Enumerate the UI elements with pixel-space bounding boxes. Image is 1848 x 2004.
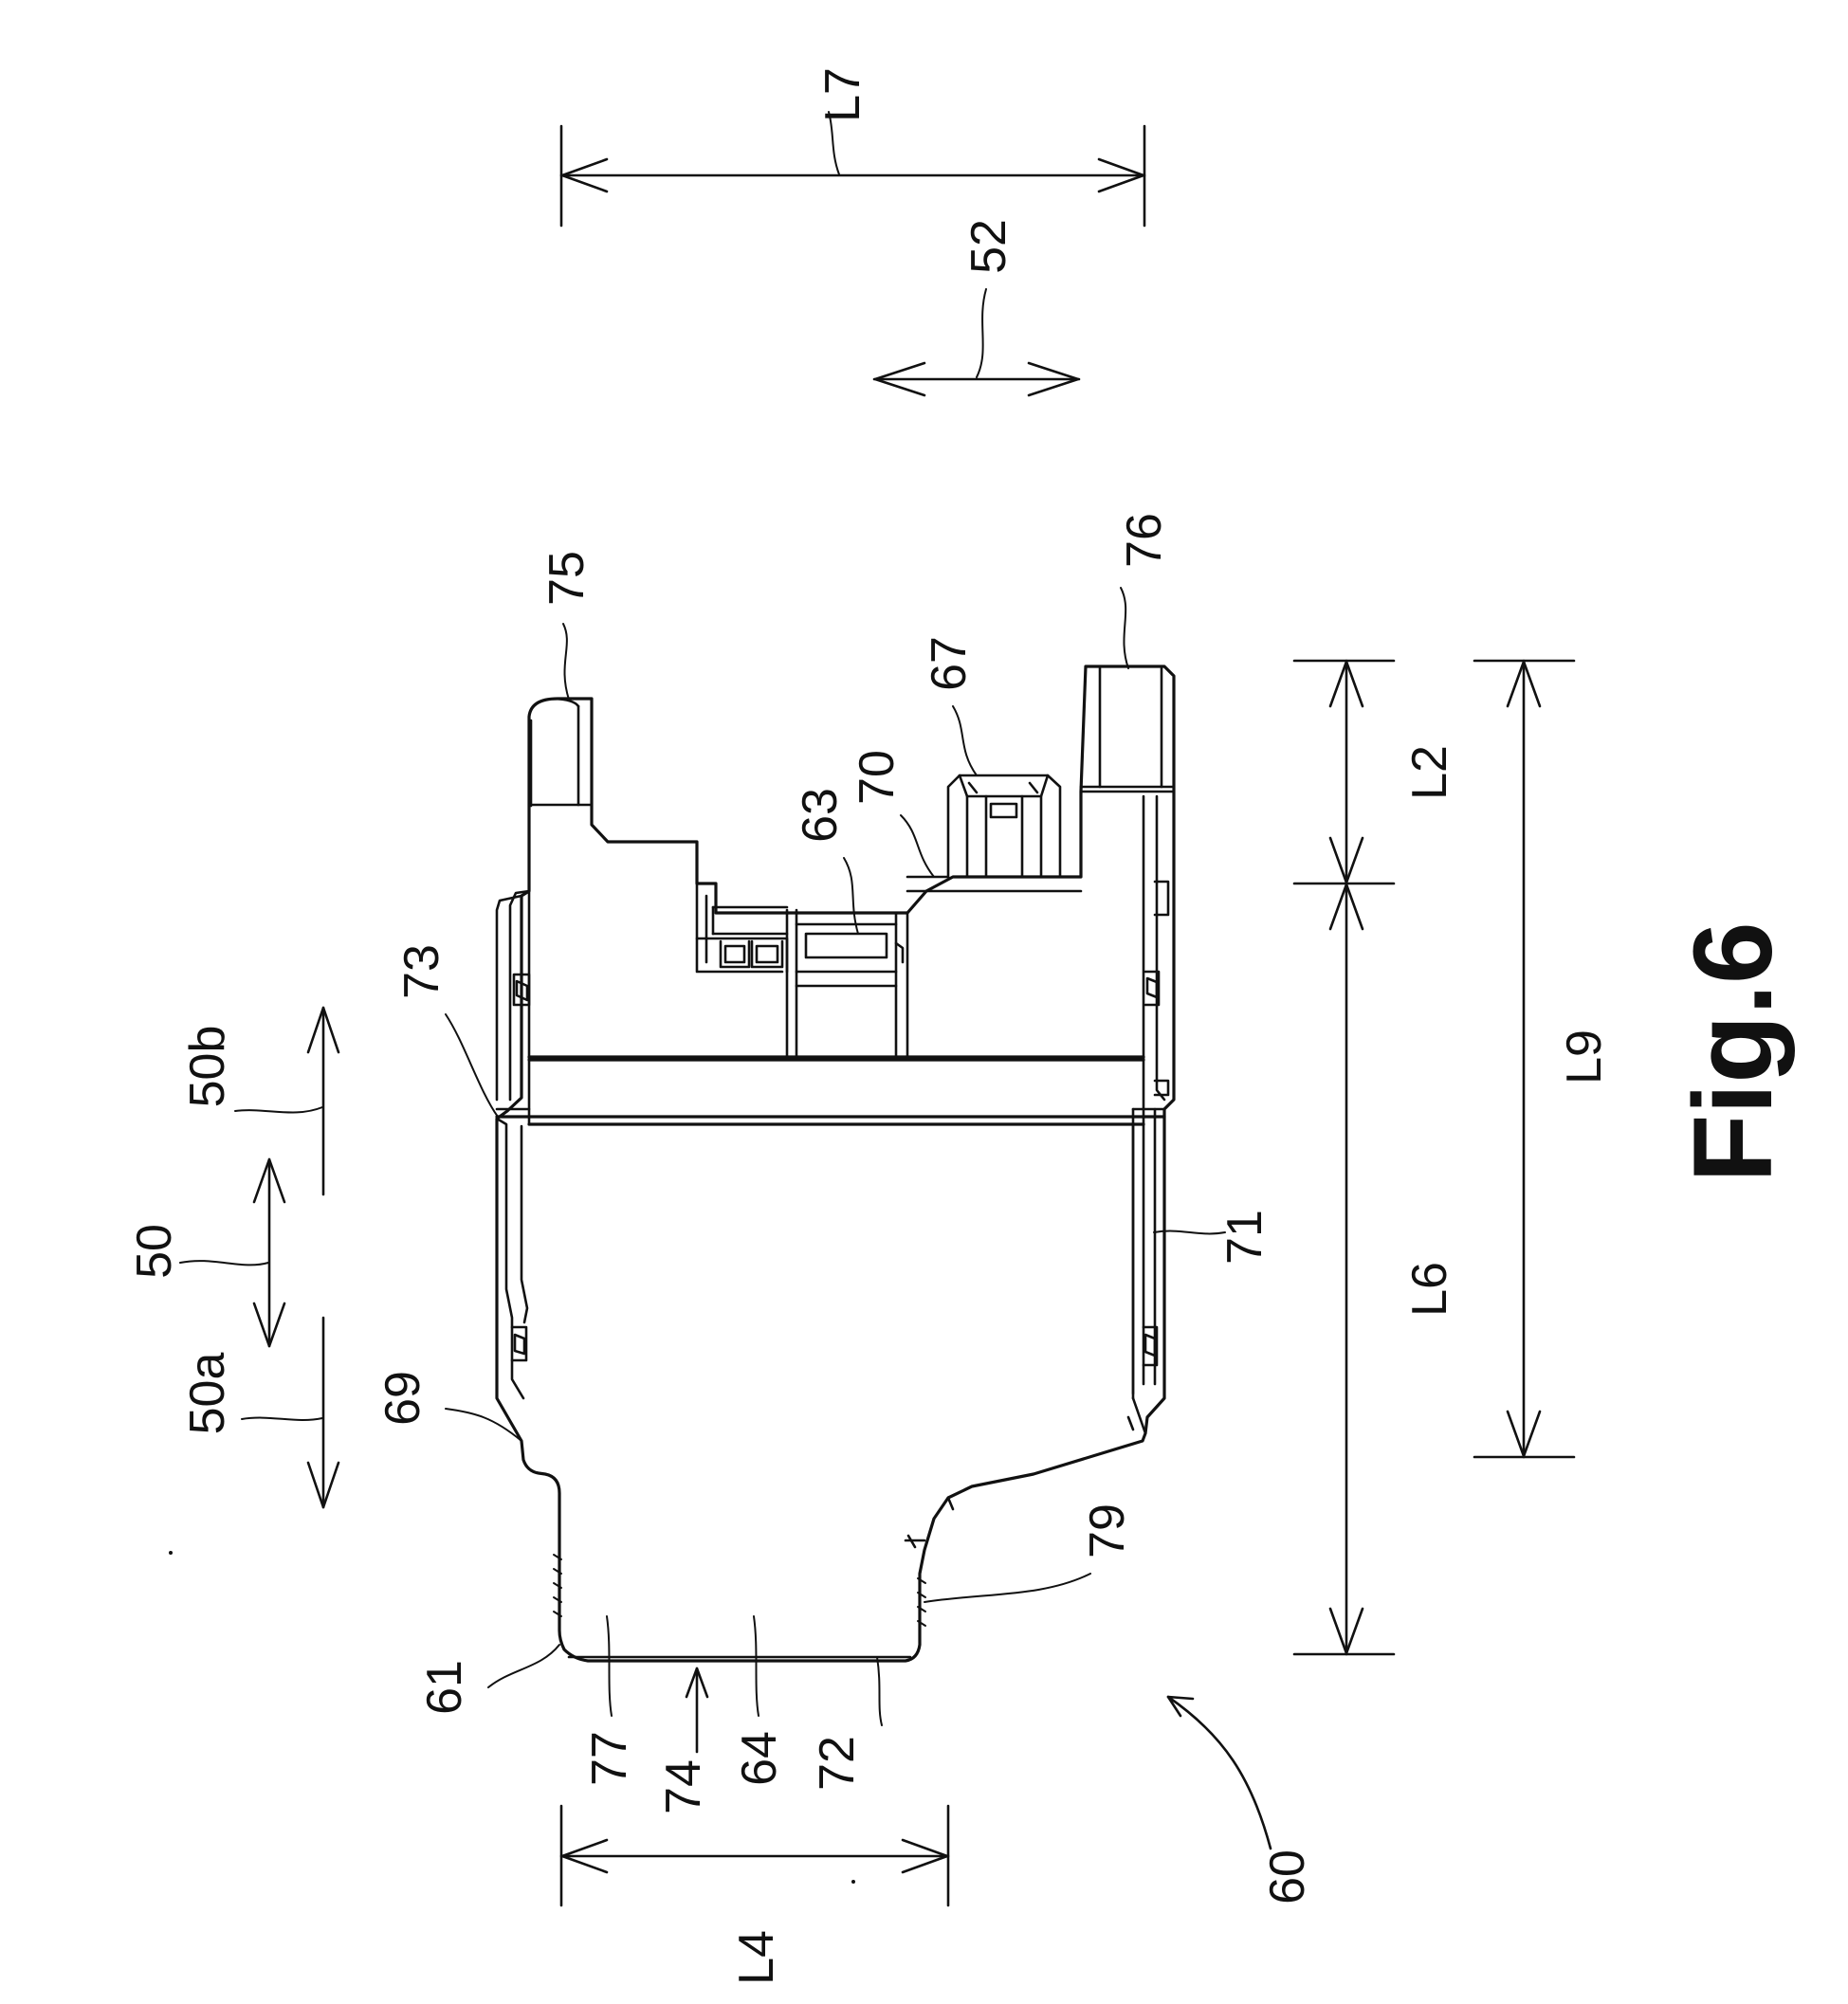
label-69: 69	[375, 1371, 430, 1426]
label-74: 74	[656, 1759, 711, 1814]
dimension-l2-l6	[1294, 661, 1394, 1654]
label-72: 72	[810, 1736, 865, 1791]
label-60: 60	[1260, 1849, 1315, 1904]
label-64: 64	[732, 1731, 787, 1786]
figure-title: Fig.6	[1671, 921, 1796, 1182]
label-79: 79	[1080, 1503, 1135, 1558]
label-61: 61	[417, 1660, 472, 1715]
label-l2: L2	[1402, 745, 1457, 800]
label-73: 73	[394, 944, 449, 999]
speck	[169, 1551, 173, 1555]
label-67: 67	[922, 636, 977, 691]
label-77: 77	[582, 1731, 637, 1786]
direction-arrow-52	[874, 289, 1079, 395]
label-50: 50	[127, 1224, 182, 1279]
speck	[851, 1880, 855, 1884]
label-63: 63	[793, 788, 848, 843]
label-l7: L7	[815, 67, 870, 122]
label-75: 75	[540, 551, 595, 606]
part-labels: L7 52 75 76 67 70 63 L2 73 50b 50 50a 69…	[127, 67, 1612, 1985]
dimension-l7	[561, 112, 1144, 226]
label-76: 76	[1117, 513, 1172, 568]
label-71: 71	[1217, 1210, 1272, 1265]
dimension-l4	[561, 1806, 948, 1905]
label-l4: L4	[729, 1930, 784, 1985]
label-52: 52	[961, 219, 1016, 274]
label-50a: 50a	[180, 1353, 235, 1435]
label-50b: 50b	[180, 1026, 235, 1108]
label-l6: L6	[1402, 1262, 1457, 1317]
label-70: 70	[850, 750, 905, 805]
label-l9: L9	[1557, 1029, 1612, 1084]
